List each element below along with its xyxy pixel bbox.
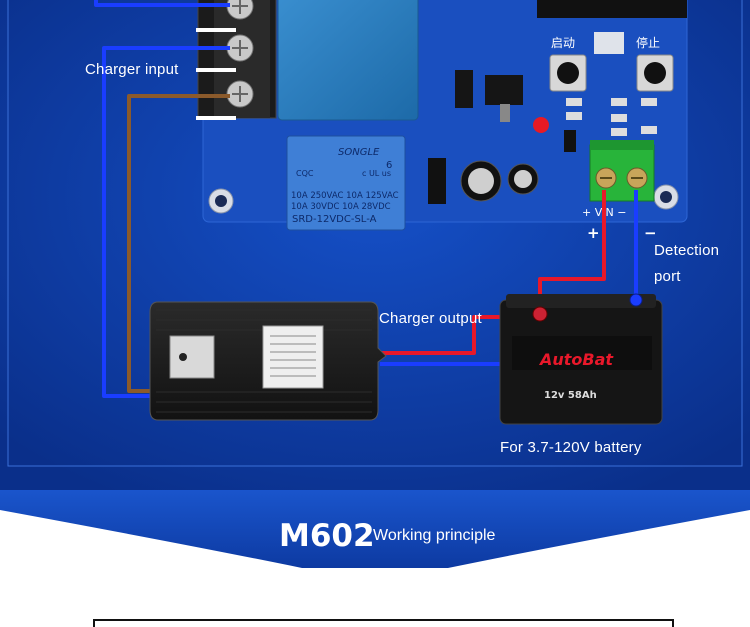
next-section-frame	[93, 619, 674, 627]
wire-charger-input-blue	[102, 46, 230, 398]
charger-unit	[149, 301, 387, 421]
relay-brand: SONGLE	[338, 147, 380, 158]
banner-subtitle: Working principle	[373, 527, 496, 544]
charger-input-label: Charger input	[85, 61, 179, 78]
start-button[interactable]	[549, 54, 587, 92]
detection-port-label-line2: port	[654, 268, 681, 285]
banner-title: M602	[279, 518, 375, 554]
status-led	[533, 117, 549, 133]
display	[537, 0, 687, 18]
relay-rating-2: 10A 30VDC 10A 28VDC	[291, 202, 391, 212]
battery-brand: AutoBat	[538, 350, 614, 369]
panel-frame	[7, 0, 743, 467]
stop-button-label: 停止	[636, 35, 660, 50]
relay-rating-1: 10A 250VAC 10A 125VAC	[291, 191, 399, 201]
battery-spec: 12v 58Ah	[544, 390, 597, 401]
vin-plus: +	[587, 224, 600, 242]
relay: SONGLE CQC c UL us 6 10A 250VAC 10A 125V…	[286, 135, 406, 231]
wire-input-blue-top	[94, 0, 230, 7]
stop-button[interactable]	[636, 54, 674, 92]
title-banner	[0, 490, 750, 568]
battery-range-label: For 3.7-120V battery	[500, 439, 642, 456]
relay-number: 6	[386, 160, 392, 171]
start-button-label: 启动	[551, 36, 575, 50]
charger-output-label: Charger output	[379, 310, 482, 327]
wire-charger-input-brown	[127, 94, 230, 393]
detection-port-label-line1: Detection	[654, 242, 720, 259]
vin-terminal	[589, 140, 655, 202]
transformer	[277, 0, 419, 121]
relay-model: SRD-12VDC-SL-A	[292, 214, 377, 225]
relay-ul: c UL us	[362, 169, 391, 178]
relay-cqc: CQC	[296, 169, 314, 178]
vin-minus: −	[644, 224, 657, 242]
input-terminal-block	[197, 0, 277, 119]
battery: AutoBat 12v 58Ah	[499, 293, 663, 425]
pcb-components	[428, 0, 687, 204]
